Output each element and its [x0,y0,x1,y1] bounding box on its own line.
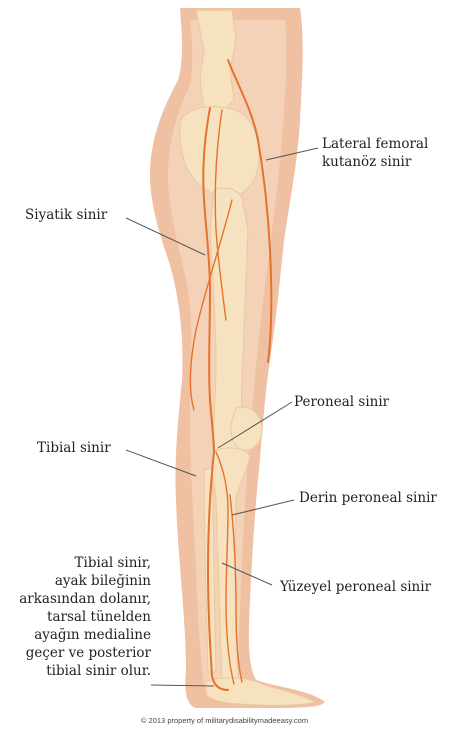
tibial-note-text: Tibial sinir, ayak bileğinin arkasından … [19,554,151,680]
tibial-note-line: arkasından dolanır, [19,590,151,608]
tibial-note-line: tarsal tünelden [19,608,151,626]
tibial-note-line: geçer ve posterior [19,644,151,662]
peroneal-nerve-label: Peroneal sinir [294,393,389,411]
tibial-note-line: ayağın medialine [19,626,151,644]
lateral-femoral-label-line-2: kutanöz sinir [322,153,428,171]
lateral-femoral-label: Lateral femoral kutanöz sinir [322,135,428,171]
copyright-notice: © 2013 property of militarydisabilitymad… [0,716,449,725]
superficial-peroneal-nerve-label: Yüzeyel peroneal sinir [280,578,431,596]
sciatic-nerve-label: Siyatik sinir [25,206,107,224]
tibial-nerve-label: Tibial sinir [37,439,111,457]
tibial-note-line: tibial sinir olur. [19,662,151,680]
deep-peroneal-nerve-label: Derin peroneal sinir [299,489,437,507]
tibial-note-line: Tibial sinir, [19,554,151,572]
tibial-note-line: ayak bileğinin [19,572,151,590]
lateral-femoral-label-line-1: Lateral femoral [322,135,428,153]
